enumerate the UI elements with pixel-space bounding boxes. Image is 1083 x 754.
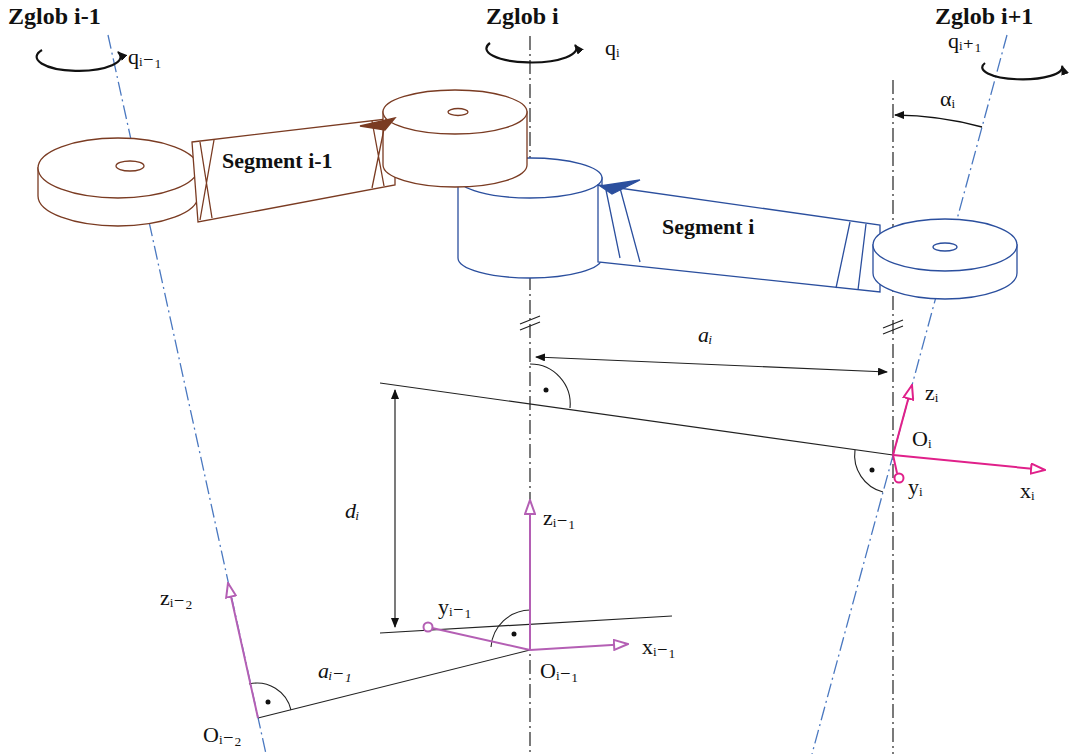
link-segment-i-1 — [38, 90, 527, 226]
right-angle-mark — [249, 364, 883, 710]
link-segment-i — [458, 158, 1017, 299]
geometry-line — [258, 316, 903, 718]
joint-variable: qᵢ₋₁ — [128, 44, 162, 70]
axis-label: yᵢ₋₁ — [438, 594, 472, 620]
axis-label: zᵢ — [925, 380, 938, 406]
joint-variable: qᵢ — [605, 35, 620, 61]
joint-title: Zglob i — [486, 2, 559, 30]
axis-label: yᵢ — [908, 474, 923, 500]
link-length: aᵢ₋₁ — [318, 658, 352, 684]
twist-angle: αᵢ — [940, 86, 955, 112]
origin-label: Oᵢ₋₁ — [540, 658, 579, 684]
joint-axis — [108, 35, 1007, 754]
joint-title: Zglob i+1 — [935, 2, 1033, 30]
angle-arc — [895, 115, 982, 127]
axis-label: zᵢ₋₁ — [543, 505, 576, 531]
joint-variable: qᵢ₊₁ — [948, 28, 982, 54]
link-offset: dᵢ — [345, 498, 359, 524]
link-length: aᵢ — [698, 322, 712, 348]
axis-label: xᵢ₋₁ — [642, 634, 676, 660]
segment-name: Segment i — [662, 214, 754, 240]
axis-label: zᵢ₋₂ — [160, 585, 193, 611]
frame-lower — [228, 500, 628, 718]
rotation-arrow — [37, 43, 1063, 79]
segment-name: Segment i-1 — [222, 148, 333, 174]
link-segment: Segment i-1 — [222, 148, 333, 174]
link-segment: Segment i — [662, 214, 754, 240]
origin-label: Oᵢ₋₂ — [203, 722, 242, 748]
joint-title: Zglob i-1 — [8, 2, 101, 30]
axis-label: xᵢ — [1020, 478, 1035, 504]
origin-label: Oᵢ — [912, 426, 932, 452]
frame-i — [893, 385, 1045, 483]
right-angle-dot — [266, 388, 875, 705]
